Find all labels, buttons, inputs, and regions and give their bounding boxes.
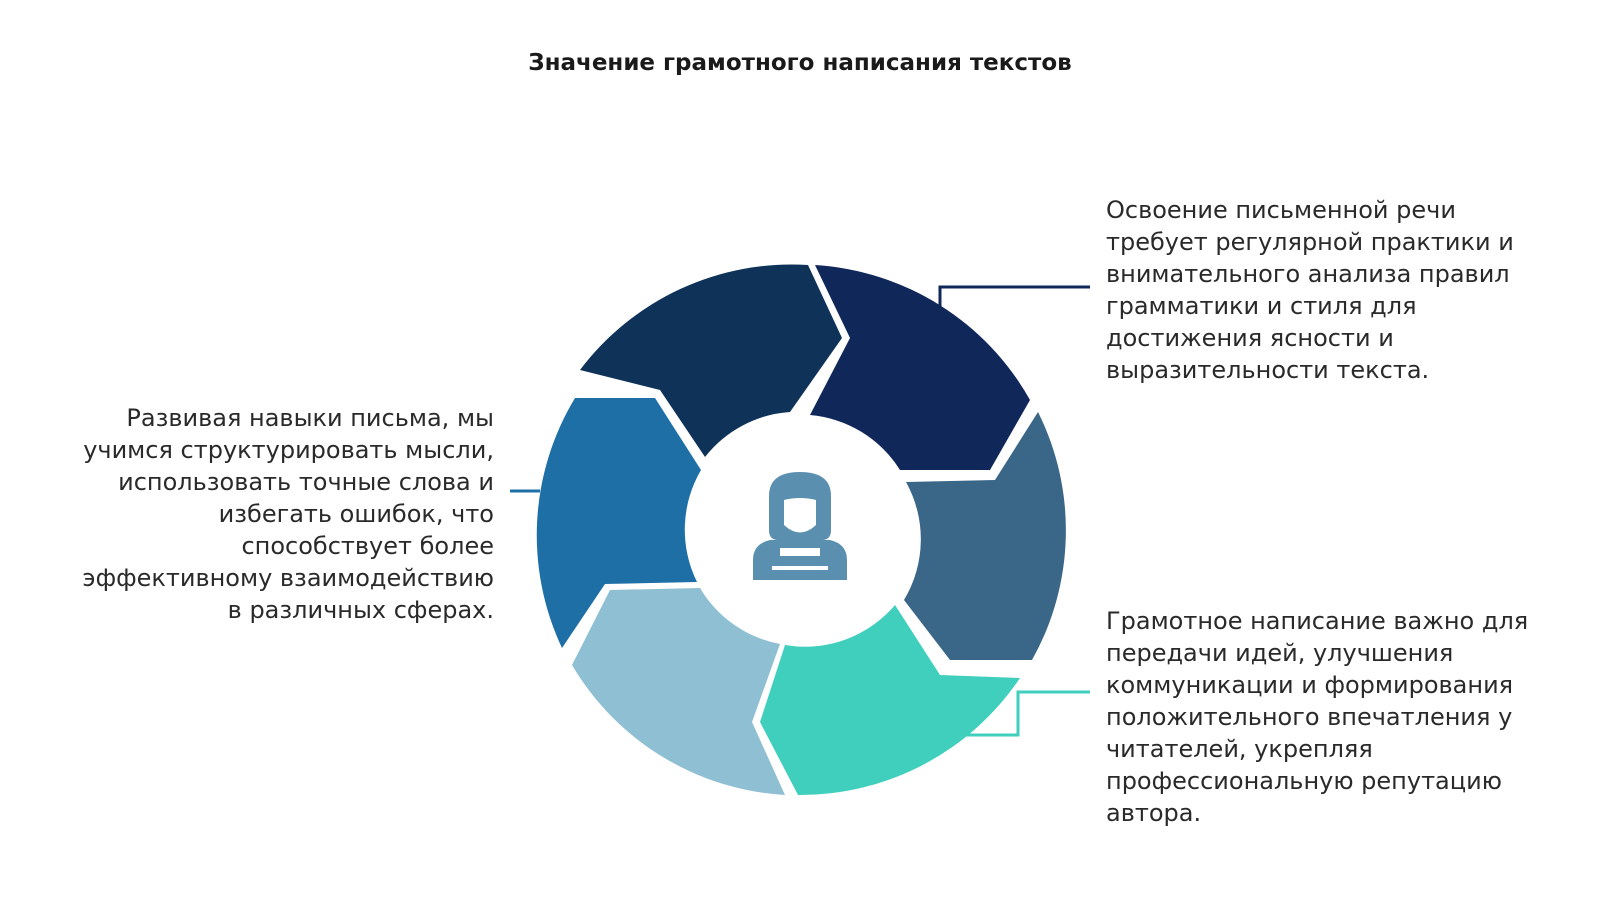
segment-bottom-left — [572, 588, 785, 795]
text-block-right-bottom: Грамотное написание важно для передачи и… — [1106, 607, 1529, 827]
diagram-title: Значение грамотного написания текстов — [528, 50, 1072, 76]
connector-top — [938, 285, 1090, 308]
segment-top-right — [810, 265, 1030, 470]
segment-top-left — [580, 264, 842, 457]
text-block-left: Развивая навыки письма, мы учимся структ… — [82, 404, 494, 624]
segment-left — [536, 398, 701, 648]
segment-bottom-right — [760, 605, 1020, 796]
connector-bottom — [965, 690, 1090, 737]
person-icon — [753, 472, 847, 580]
text-block-right-top: Освоение письменной речи требует регуляр… — [1106, 196, 1514, 384]
segment-right — [904, 412, 1066, 660]
